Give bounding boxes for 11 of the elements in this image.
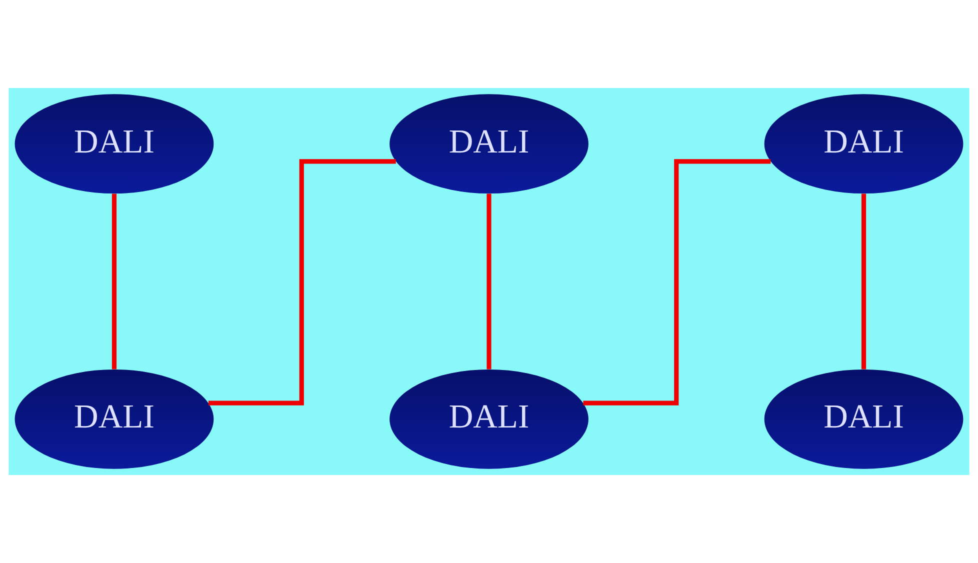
connector — [486, 194, 492, 370]
connector — [208, 159, 396, 406]
node-ellipse: DALI — [764, 369, 964, 469]
connector — [112, 194, 117, 370]
connector — [583, 159, 771, 406]
node-ellipse: DALI — [14, 94, 214, 194]
node-ellipse: DALI — [14, 369, 214, 469]
node-ellipse: DALI — [390, 94, 588, 194]
node-ellipse: DALI — [764, 94, 964, 194]
node-ellipse: DALI — [390, 369, 588, 469]
connector — [861, 194, 866, 370]
